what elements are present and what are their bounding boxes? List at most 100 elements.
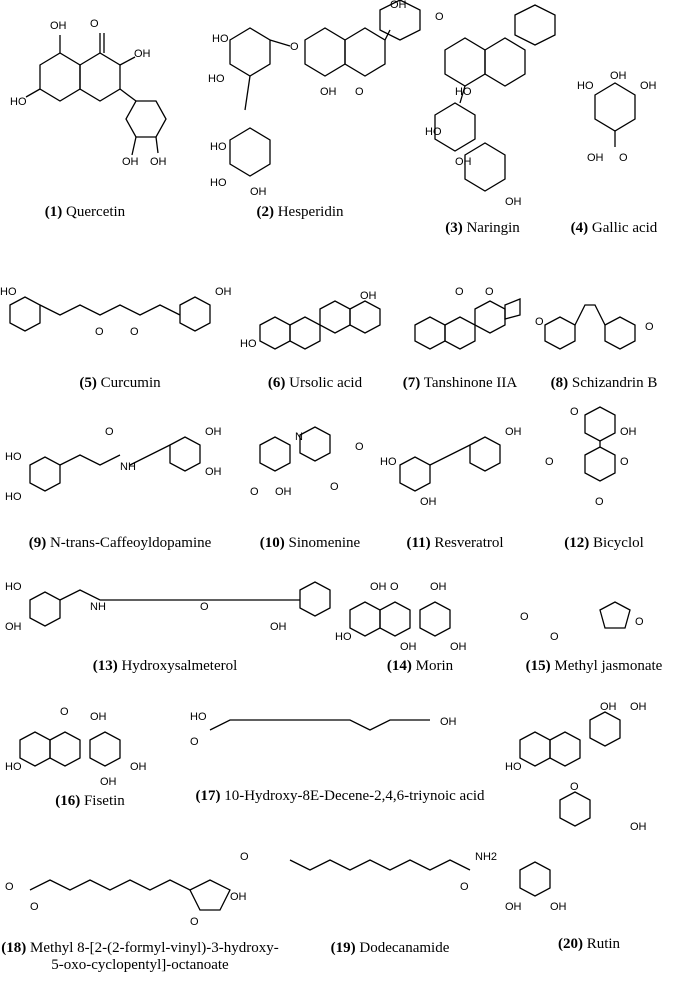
compound-15-caption: (15) Methyl jasmonate [510, 658, 678, 675]
compound-8: O O (8) Schizandrin B [530, 285, 678, 395]
svg-text:OH: OH [134, 48, 151, 60]
compound-name: Fisetin [83, 793, 125, 809]
svg-text:OH: OH [275, 486, 292, 498]
svg-text:N: N [295, 431, 303, 443]
compound-number: (8) [550, 375, 569, 391]
compound-5: HO O O OH (5) Curcumin [0, 285, 240, 395]
svg-text:O: O [619, 152, 628, 164]
svg-text:O: O [595, 496, 604, 508]
svg-text:O: O [105, 426, 114, 438]
svg-text:OH: OH [600, 701, 617, 713]
compound-7-caption: (7) Tanshinone IIA [390, 375, 530, 392]
sinomenine-structure-image: N O O O OH [250, 426, 364, 498]
svg-text:HO: HO [208, 73, 225, 85]
schizandrin-b-structure-image: O O [535, 304, 654, 350]
svg-text:OH: OH [587, 152, 604, 164]
svg-text:OH: OH [430, 581, 447, 593]
gallic-acid-structure-image: HO OH OH OH O [577, 70, 657, 164]
svg-text:O: O [5, 881, 14, 893]
resveratrol-structure-image: HO OH OH [380, 426, 522, 508]
svg-text:O: O [190, 736, 199, 748]
compound-number: (14) [386, 658, 412, 674]
svg-text:HO: HO [210, 177, 227, 189]
svg-text:OH: OH [205, 426, 222, 438]
compound-17: HO O OH (17) 10-Hydroxy-8E-Decene-2,4,6-… [180, 700, 500, 825]
svg-text:O: O [620, 456, 629, 468]
svg-text:OH: OH [50, 20, 67, 32]
compound-16-caption: (16) Fisetin [0, 793, 180, 810]
compound-13: HO OH NH O OH (13) Hydroxysalmeterol [0, 570, 331, 685]
svg-text:OH: OH [150, 156, 167, 168]
compound-17-caption: (17) 10-Hydroxy-8E-Decene-2,4,6-triynoic… [180, 788, 500, 805]
svg-text:O: O [635, 616, 644, 628]
svg-text:O: O [435, 11, 444, 23]
svg-text:O: O [30, 901, 39, 913]
svg-text:OH: OH [122, 156, 139, 168]
compound-name: Tanshinone IIA [423, 375, 518, 391]
svg-text:OH: OH [550, 901, 567, 913]
rutin-structure-image: HO OH OH O OH OH OH [505, 701, 647, 913]
svg-text:OH: OH [505, 426, 522, 438]
naringin-structure-image: O HO HO OH OH [425, 4, 556, 208]
compound-number: (5) [79, 375, 97, 391]
compound-number: (4) [570, 220, 589, 236]
compound-name: Gallic acid [591, 220, 658, 236]
svg-text:OH: OH [630, 701, 647, 713]
compound-name: Naringin [466, 220, 520, 236]
compound-name: Curcumin [100, 375, 161, 391]
compound-14: OH O OH HO OH OH (14) Morin [330, 570, 510, 685]
compound-16: O OH HO OH OH (16) Fisetin [0, 700, 180, 810]
svg-text:OH: OH [630, 821, 647, 833]
compound-number: (19) [330, 940, 356, 956]
compound-number: (11) [406, 535, 431, 551]
compound-11: HO OH OH (11) Resveratrol [380, 415, 530, 552]
compound-2: O HO HO OH O OH HO HO OH (2) Hesperidin [180, 0, 421, 230]
compound-name: Ursolic acid [289, 375, 363, 391]
svg-text:OH: OH [610, 70, 627, 82]
compound-name: Dodecanamide [359, 940, 450, 956]
compound-name: Sinomenine [288, 535, 361, 551]
svg-text:OH: OH [420, 496, 437, 508]
svg-text:OH: OH [620, 426, 637, 438]
svg-text:OH: OH [640, 80, 657, 92]
svg-text:O: O [520, 611, 529, 623]
compound-20: HO OH OH O OH OH OH (20) Rutin [500, 700, 678, 984]
compound-name: Resveratrol [434, 535, 504, 551]
compound-name: Schizandrin B [571, 375, 658, 391]
compound-number: (9) [28, 535, 47, 551]
hesperidin-structure-image: O HO HO OH O OH HO HO OH [208, 0, 421, 198]
compound-4-caption: (4) Gallic acid [550, 220, 678, 237]
compound-4: HO OH OH OH O (4) Gallic acid [550, 0, 678, 236]
svg-text:OH: OH [230, 891, 247, 903]
compound-number: (18) [1, 940, 27, 956]
compound-number: (12) [564, 535, 590, 551]
svg-text:HO: HO [5, 451, 22, 463]
svg-text:OH: OH [400, 641, 417, 653]
compound-6-caption: (6) Ursolic acid [240, 375, 390, 392]
compound-number: (3) [445, 220, 463, 236]
compound-13-caption: (13) Hydroxysalmeterol [0, 658, 330, 675]
dodecanamide-structure-image: NH2 O [289, 851, 497, 893]
methyl-jasmonate-structure-image: O O O [520, 601, 644, 643]
svg-text:O: O [455, 286, 464, 298]
compound-name: Bicyclol [592, 535, 644, 551]
compound-name: Hesperidin [277, 204, 344, 220]
hydroxysalmeterol-structure-image: HO OH NH O OH [5, 581, 331, 633]
svg-text:HO: HO [577, 80, 594, 92]
compound-name: Methyl jasmonate [554, 658, 663, 674]
compound-name: Hydroxysalmeterol [121, 658, 238, 674]
tanshinone-iia-structure-image: O O [414, 286, 521, 350]
svg-text:OH: OH [90, 711, 107, 723]
svg-text:HO: HO [240, 338, 257, 350]
curcumin-structure-image: HO O O OH [0, 286, 232, 338]
svg-text:O: O [355, 86, 364, 98]
svg-text:HO: HO [5, 581, 22, 593]
svg-text:OH: OH [360, 290, 377, 302]
compound-11-caption: (11) Resveratrol [380, 535, 530, 552]
svg-text:OH: OH [5, 621, 22, 633]
compound-number: (16) [55, 793, 81, 809]
compound-number: (20) [557, 936, 583, 952]
svg-text:NH: NH [90, 601, 106, 613]
svg-text:O: O [130, 326, 139, 338]
svg-text:HO: HO [10, 96, 27, 108]
